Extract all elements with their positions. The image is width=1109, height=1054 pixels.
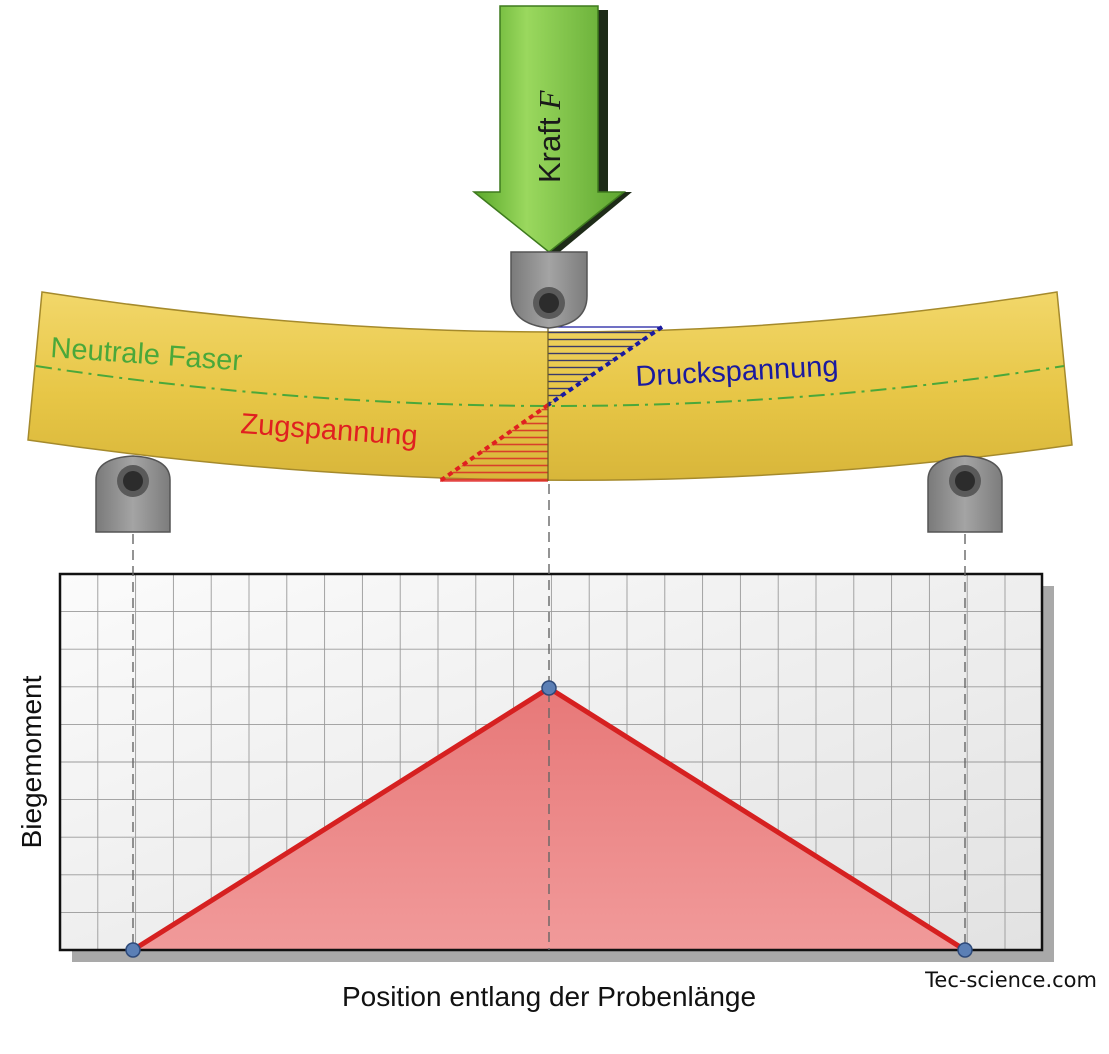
stress-distribution — [438, 325, 664, 483]
arrow-down-icon — [471, 5, 627, 253]
roller-support-icon — [927, 455, 1003, 533]
moment-point-0 — [125, 942, 141, 958]
tension-stress-edge — [438, 403, 550, 483]
neutral-fiber-line — [35, 365, 1065, 407]
projection-lines — [132, 484, 966, 950]
roller-support-icon — [95, 455, 171, 533]
force-label: KraftF — [532, 90, 567, 183]
force-arrow: KraftF — [471, 5, 632, 255]
moment-point-2 — [957, 942, 973, 958]
left-support — [95, 455, 171, 533]
moment-point-1 — [541, 680, 557, 696]
moment-area — [133, 688, 965, 950]
x-axis-label: Position entlang der Probenlänge — [342, 981, 756, 1012]
right-support — [927, 455, 1003, 533]
loading-pin-icon — [510, 251, 588, 329]
credit-label: Tec-science.com — [925, 968, 1097, 992]
moment-diagram — [58, 572, 1054, 962]
moment-markers — [125, 680, 973, 958]
panel-border — [58, 572, 1044, 952]
y-axis-label: Biegemoment — [16, 675, 47, 848]
